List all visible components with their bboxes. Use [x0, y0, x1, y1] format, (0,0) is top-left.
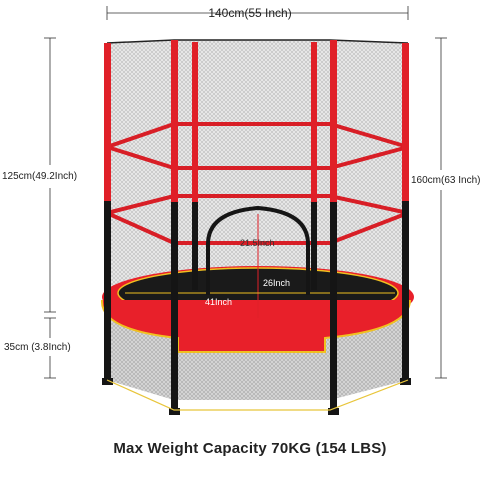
leg-frame: [106, 379, 409, 411]
pole: [328, 40, 339, 415]
width-dimension-label: 140cm(55 Inch): [208, 6, 292, 20]
pole: [192, 42, 198, 290]
pole: [311, 42, 317, 290]
weight-capacity-caption: Max Weight Capacity 70KG (154 LBS): [113, 440, 387, 457]
dimension-lines: [44, 6, 447, 379]
arch-height-dimension-label: 21.5Inch: [240, 238, 275, 248]
pole: [169, 40, 180, 415]
entry-arch: [206, 205, 310, 295]
total-height-dimension-label: 160cm(63 Inch): [411, 175, 481, 186]
mat-dimension-arrows: [125, 214, 395, 318]
frame-diameter-dimension-label: 41Inch: [205, 297, 233, 307]
frame-height-dimension-label: 35cm (3.8Inch): [4, 342, 71, 353]
pole: [102, 43, 113, 385]
net-height-dimension-label: 125cm(49.2Inch): [2, 171, 78, 182]
frame-poles: [102, 40, 411, 415]
net-bands: [106, 122, 409, 245]
mat-width-dimension-label: 26Inch: [263, 278, 291, 288]
